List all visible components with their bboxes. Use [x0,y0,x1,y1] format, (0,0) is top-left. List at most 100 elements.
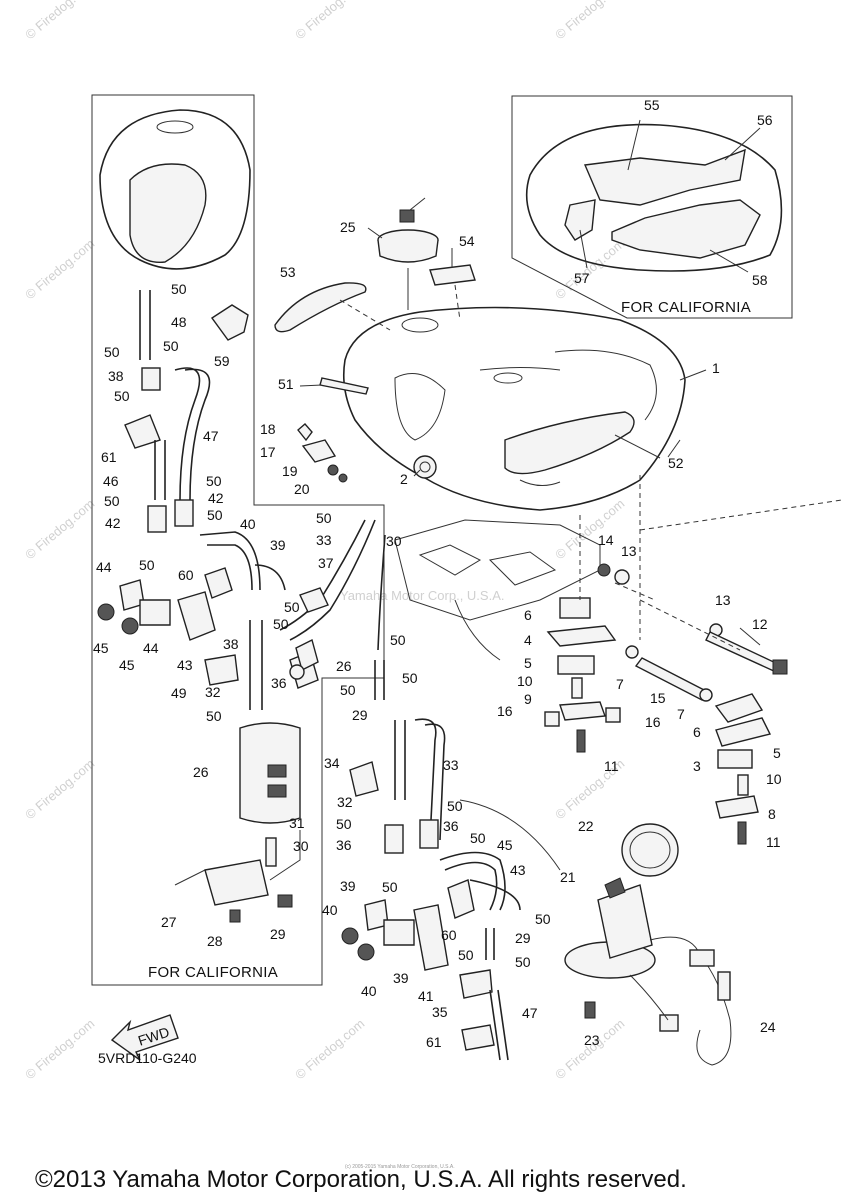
callout-45: 45 [93,640,109,656]
callout-49: 49 [171,685,187,701]
fuel-cap [377,197,439,310]
callout-50: 50 [139,557,155,573]
callout-50: 50 [382,879,398,895]
callout-59: 59 [214,353,230,369]
watermark: © Firedog.com [22,496,97,562]
callout-50: 50 [171,281,187,297]
callout-14: 14 [598,532,614,548]
callout-36: 36 [443,818,459,834]
callout-53: 53 [280,264,296,280]
callout-30: 30 [386,533,402,549]
callout-39: 39 [393,970,409,986]
callout-9: 9 [524,691,532,707]
callout-28: 28 [207,933,223,949]
callout-16: 16 [497,703,513,719]
callout-50: 50 [316,510,332,526]
watermark: © Firedog.com [22,1016,97,1082]
callout-46: 46 [103,473,119,489]
callout-54: 54 [459,233,475,249]
callout-45: 45 [119,657,135,673]
callout-40: 40 [322,902,338,918]
callout-42: 42 [208,490,224,506]
callout-32: 32 [337,794,353,810]
watermark: © Firedog.com [552,496,627,562]
callout-29: 29 [270,926,286,942]
watermark: © Firedog.com [552,0,627,42]
callout-18: 18 [260,421,276,437]
callout-50: 50 [390,632,406,648]
callout-38: 38 [223,636,239,652]
callout-29: 29 [515,930,531,946]
callout-36: 36 [271,675,287,691]
callout-17: 17 [260,444,276,460]
callout-13: 13 [621,543,637,559]
callout-56: 56 [757,112,773,128]
callout-21: 21 [560,869,576,885]
callout-2: 2 [400,471,408,487]
watermark: © Firedog.com [22,236,97,302]
callout-8: 8 [768,806,776,822]
california-box-top-right: FOR CALIFORNIA [511,95,793,319]
california-label: FOR CALIFORNIA [621,299,751,316]
callout-50: 50 [340,682,356,698]
callout-4: 4 [524,632,532,648]
watermark: © Firedog.com [552,1016,627,1082]
callout-34: 34 [324,755,340,771]
callout-50: 50 [104,344,120,360]
leader-lines [299,227,761,646]
callout-43: 43 [177,657,193,673]
emblem-label [429,264,476,286]
callout-44: 44 [96,559,112,575]
callout-5: 5 [773,745,781,761]
callout-25: 25 [340,219,356,235]
watermark: © Firedog.com [292,1016,367,1082]
fine-print: (c) 2005-2015 Yamaha Motor Corporation, … [345,1164,455,1170]
callout-50: 50 [447,798,463,814]
callout-12: 12 [752,616,768,632]
callout-10: 10 [517,673,533,689]
callout-7: 7 [677,706,685,722]
callout-48: 48 [171,314,187,330]
copyright-footer: ©2013 Yamaha Motor Corporation, U.S.A. A… [35,1166,687,1193]
callout-37: 37 [318,555,334,571]
callout-50: 50 [470,830,486,846]
mount-hardware [544,475,842,845]
callout-31: 31 [289,815,305,831]
callout-16: 16 [645,714,661,730]
callout-60: 60 [178,567,194,583]
center-hoses [289,534,521,1061]
callout-45: 45 [497,837,513,853]
callout-39: 39 [270,537,286,553]
callout-39: 39 [340,878,356,894]
callout-5: 5 [524,655,532,671]
watermark: © Firedog.com [22,756,97,822]
tank-pad [274,282,367,333]
callout-29: 29 [352,707,368,723]
callout-61: 61 [426,1034,442,1050]
callout-19: 19 [282,463,298,479]
tank-strip [319,377,369,395]
watermark: © Firedog.com [22,0,97,42]
california-left-parts [97,109,376,923]
callout-23: 23 [584,1032,600,1048]
callout-22: 22 [578,818,594,834]
callout-50: 50 [207,507,223,523]
callout-50: 50 [114,388,130,404]
callout-10: 10 [766,771,782,787]
watermark: © Firedog.com [552,236,627,302]
callout-50: 50 [163,338,179,354]
callout-50: 50 [104,493,120,509]
callout-27: 27 [161,914,177,930]
callout-33: 33 [316,532,332,548]
watermark: © Firedog.com [292,0,367,42]
callout-40: 40 [240,516,256,532]
callout-32: 32 [205,684,221,700]
callout-61: 61 [101,449,117,465]
grommet [413,455,437,479]
callout-33: 33 [443,757,459,773]
callout-50: 50 [535,911,551,927]
callout-55: 55 [644,97,660,113]
callout-20: 20 [294,481,310,497]
callout-58: 58 [752,272,768,288]
callout-50: 50 [336,816,352,832]
